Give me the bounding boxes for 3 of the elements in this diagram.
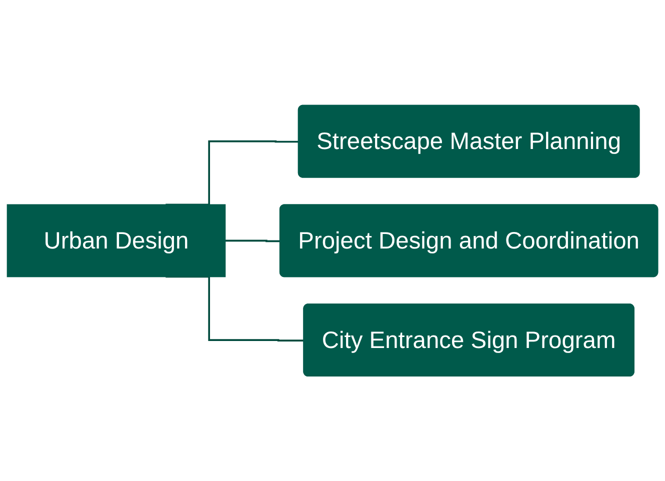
connector (166, 276, 304, 342)
node-box: Urban Design (6, 204, 226, 277)
connector (225, 240, 280, 242)
